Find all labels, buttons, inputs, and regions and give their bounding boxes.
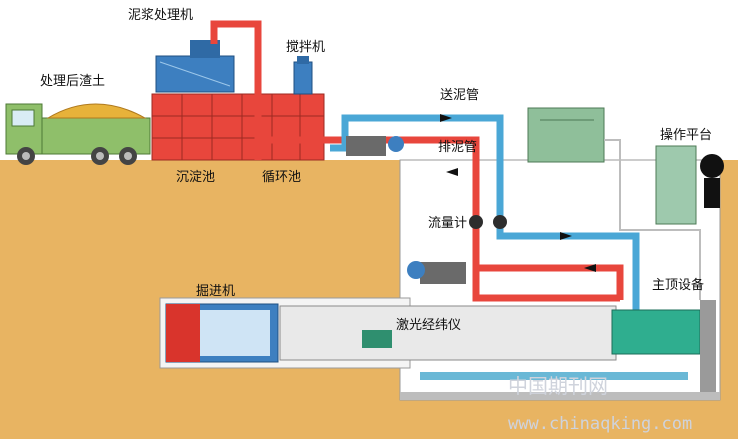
return-arrow-2 — [584, 264, 596, 272]
flow-meter-2 — [493, 215, 507, 229]
label-flow-meter: 流量计 — [428, 216, 468, 231]
jacking-pipe — [279, 305, 617, 361]
label-circulation-tank: 循环池 — [262, 170, 302, 185]
label-sedimentation-tank: 沉淀池 — [176, 170, 216, 185]
label-boring-machine: 掘进机 — [196, 284, 236, 299]
feed-pipe-line — [330, 114, 640, 320]
watermark-url: www.chinaqking.com — [508, 414, 693, 434]
label-laser-theodolite: 激光经纬仪 — [396, 318, 462, 333]
flow-meter — [469, 215, 483, 229]
discharge-arrow — [446, 168, 458, 176]
shaft-pump — [407, 261, 466, 284]
tank-block — [151, 93, 325, 161]
laser-theodolite-unit — [362, 330, 392, 348]
feed-arrow — [440, 114, 452, 122]
control-cabinet — [527, 107, 605, 163]
slurry-processor — [155, 40, 235, 93]
mixer-unit — [293, 56, 313, 95]
operator-console — [655, 145, 724, 225]
label-feed-pipe: 送泥管 — [440, 88, 480, 103]
dump-truck — [5, 103, 151, 165]
label-main-jacking: 主顶设备 — [652, 278, 705, 293]
label-processed-soil: 处理后渣土 — [40, 74, 106, 89]
control-cable — [604, 139, 701, 300]
label-mixer: 搅拌机 — [286, 40, 326, 55]
watermark-site-name: 中国期刊网 — [508, 374, 608, 398]
jacking-rail — [420, 372, 688, 380]
surface-pump — [346, 136, 404, 156]
label-discharge-pipe: 排泥管 — [438, 140, 478, 155]
tunnel-boring-machine — [165, 303, 279, 363]
main-jacking-unit — [611, 300, 716, 392]
shaft-floor — [400, 392, 720, 400]
return-arrow-1 — [560, 232, 572, 240]
discharge-pipe-return — [476, 264, 624, 300]
label-operation-platform: 操作平台 — [660, 128, 713, 143]
label-slurry-processor: 泥浆处理机 — [128, 8, 194, 23]
